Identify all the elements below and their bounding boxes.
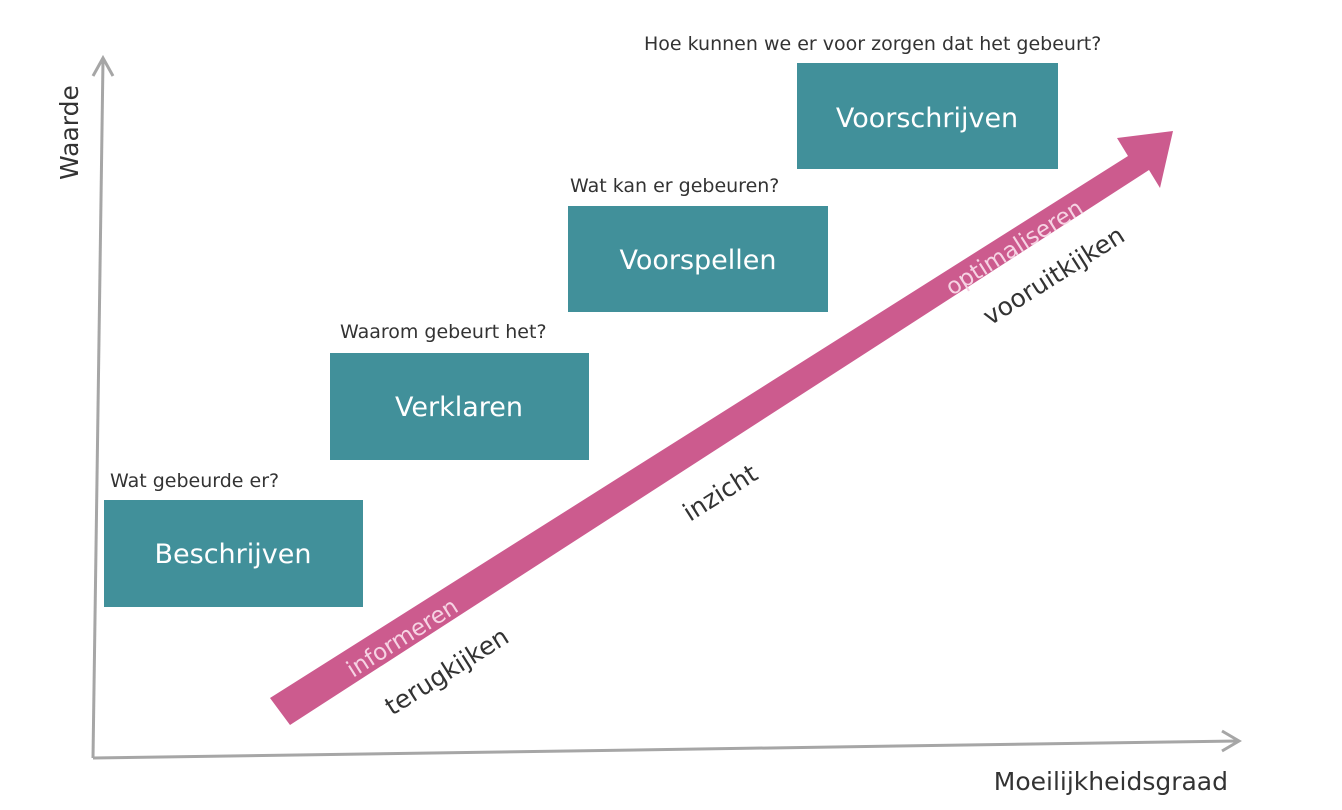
stage-box bbox=[330, 353, 589, 460]
stage-voorspellen: Wat kan er gebeuren? Voorspellen bbox=[568, 175, 828, 312]
axes bbox=[91, 54, 1242, 760]
y-axis bbox=[91, 59, 105, 759]
x-axis-label: Moeilijkheidsgraad bbox=[994, 767, 1228, 796]
stage-voorschrijven: Hoe kunnen we er voor zorgen dat het geb… bbox=[644, 33, 1101, 169]
stage-box bbox=[797, 63, 1058, 169]
stage-beschrijven: Wat gebeurde er? Beschrijven bbox=[104, 470, 363, 607]
stage-box bbox=[568, 206, 828, 312]
stage-label: Beschrijven bbox=[155, 539, 312, 570]
stage-label: Voorspellen bbox=[619, 245, 776, 276]
stage-question: Wat gebeurde er? bbox=[110, 470, 279, 492]
stage-question: Waarom gebeurt het? bbox=[340, 321, 547, 343]
y-axis-label: Waarde bbox=[55, 85, 84, 180]
stage-box bbox=[104, 500, 363, 607]
stage-label: Voorschrijven bbox=[836, 103, 1018, 134]
x-axis bbox=[92, 739, 1239, 760]
stage-verklaren: Waarom gebeurt het? Verklaren bbox=[330, 321, 589, 460]
y-axis-arrowhead bbox=[91, 54, 115, 77]
stage-label: Verklaren bbox=[395, 392, 523, 423]
arrow-label-inzicht: inzicht bbox=[678, 459, 763, 528]
stage-question: Wat kan er gebeuren? bbox=[570, 175, 779, 197]
x-axis-arrowhead bbox=[1221, 729, 1242, 753]
stage-question: Hoe kunnen we er voor zorgen dat het geb… bbox=[644, 33, 1101, 55]
progress-arrow bbox=[270, 131, 1173, 725]
